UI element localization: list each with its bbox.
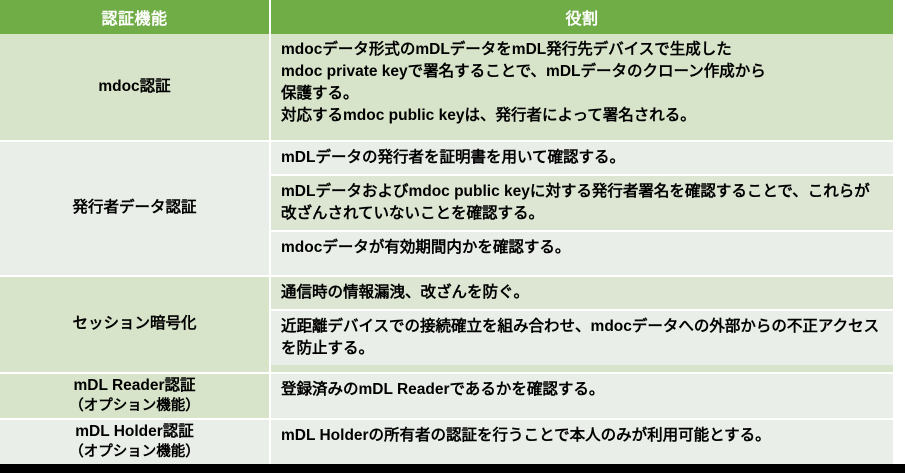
feature-label-optional-note: （オプション機能） <box>69 443 200 460</box>
table-header-row: 認証機能 役割 <box>0 0 893 34</box>
bottom-black-band <box>0 464 905 473</box>
feature-label: mdoc認証 <box>98 77 171 95</box>
feature-cell-mdl-reader-authentication: mDL Reader認証 （オプション機能） <box>0 373 271 421</box>
table-header: 認証機能 役割 <box>0 0 893 34</box>
table-row: セッション暗号化 通信時の情報漏洩、改ざんを防ぐ。 近距離デバイスでの接続確立を… <box>0 275 893 375</box>
column-header-feature: 認証機能 <box>0 0 271 34</box>
feature-label-optional-note: （オプション機能） <box>69 397 200 414</box>
role-cell-mdl-holder-authentication: mDL Holderの所有者の認証を行うことで本人のみが利用可能とする。 <box>270 419 893 464</box>
table-body: mdoc認証 mdocデータ形式のmDLデータをmDL発行先デバイスで生成した … <box>0 34 893 464</box>
table-row: mDL Holder認証 （オプション機能） mDL Holderの所有者の認証… <box>0 419 893 464</box>
role-entry-text: mDLデータの発行者を証明書を用いて確認する。 <box>281 149 625 167</box>
auth-feature-table-frame: 認証機能 役割 mdoc認証 mdocデータ形式のmDLデータをmDL発行先デバ… <box>0 0 893 464</box>
feature-cell-issuer-data-authentication: 発行者データ認証 <box>0 141 271 277</box>
role-entry-text: mdocデータ形式のmDLデータをmDL発行先デバイスで生成した mdoc pr… <box>281 41 766 124</box>
role-entry: mdocデータが有効期間内かを確認する。 <box>271 232 893 265</box>
role-cell-issuer-data-authentication: mDLデータの発行者を証明書を用いて確認する。 mDLデータおよびmdoc pu… <box>270 141 893 277</box>
role-entry: 近距離デバイスでの接続確立を組み合わせ、mdocデータへの外部からの不正アクセス… <box>271 310 893 365</box>
table-row: mDL Reader認証 （オプション機能） 登録済みのmDL Readerであ… <box>0 373 893 421</box>
feature-cell-mdoc-authentication: mdoc認証 <box>0 34 271 143</box>
role-entry: 登録済みのmDL Readerであるかを確認する。 <box>271 374 893 407</box>
right-margin <box>893 0 905 464</box>
role-entry-text: mDL Holderの所有者の認証を行うことで本人のみが利用可能とする。 <box>281 427 771 445</box>
feature-cell-session-encryption: セッション暗号化 <box>0 275 271 375</box>
role-entry: mdocデータ形式のmDLデータをmDL発行先デバイスで生成した mdoc pr… <box>271 34 893 132</box>
role-entry: mDLデータの発行者を証明書を用いて確認する。 <box>271 142 893 177</box>
feature-label: セッション暗号化 <box>72 314 197 332</box>
role-entry-text: 近距離デバイスでの接続確立を組み合わせ、mdocデータへの外部からの不正アクセス… <box>281 317 880 357</box>
role-cell-session-encryption: 通信時の情報漏洩、改ざんを防ぐ。 近距離デバイスでの接続確立を組み合わせ、mdo… <box>270 275 893 375</box>
role-entry-text: mDLデータおよびmdoc public keyに対する発行者署名を確認すること… <box>281 183 870 223</box>
auth-feature-table: 認証機能 役割 mdoc認証 mdocデータ形式のmDLデータをmDL発行先デバ… <box>0 0 893 464</box>
role-cell-mdl-reader-authentication: 登録済みのmDL Readerであるかを確認する。 <box>270 373 893 421</box>
table-row: mdoc認証 mdocデータ形式のmDLデータをmDL発行先デバイスで生成した … <box>0 34 893 143</box>
role-entry: mDLデータおよびmdoc public keyに対する発行者署名を確認すること… <box>271 176 893 233</box>
feature-cell-mdl-holder-authentication: mDL Holder認証 （オプション機能） <box>0 419 271 464</box>
feature-label: 発行者データ認証 <box>72 198 197 216</box>
table-row: 発行者データ認証 mDLデータの発行者を証明書を用いて確認する。 mDLデータお… <box>0 141 893 277</box>
role-entry-text: 登録済みのmDL Readerであるかを確認する。 <box>281 381 605 399</box>
role-cell-mdoc-authentication: mdocデータ形式のmDLデータをmDL発行先デバイスで生成した mdoc pr… <box>270 34 893 143</box>
role-entry-text: mdocデータが有効期間内かを確認する。 <box>281 239 571 257</box>
role-entry-text: 通信時の情報漏洩、改ざんを防ぐ。 <box>281 283 530 301</box>
feature-label: mDL Holder認証 <box>75 422 194 440</box>
column-header-role: 役割 <box>270 0 893 34</box>
role-entry: mDL Holderの所有者の認証を行うことで本人のみが利用可能とする。 <box>271 420 893 453</box>
role-entry: 通信時の情報漏洩、改ざんを防ぐ。 <box>271 276 893 311</box>
feature-label: mDL Reader認証 <box>73 376 196 394</box>
